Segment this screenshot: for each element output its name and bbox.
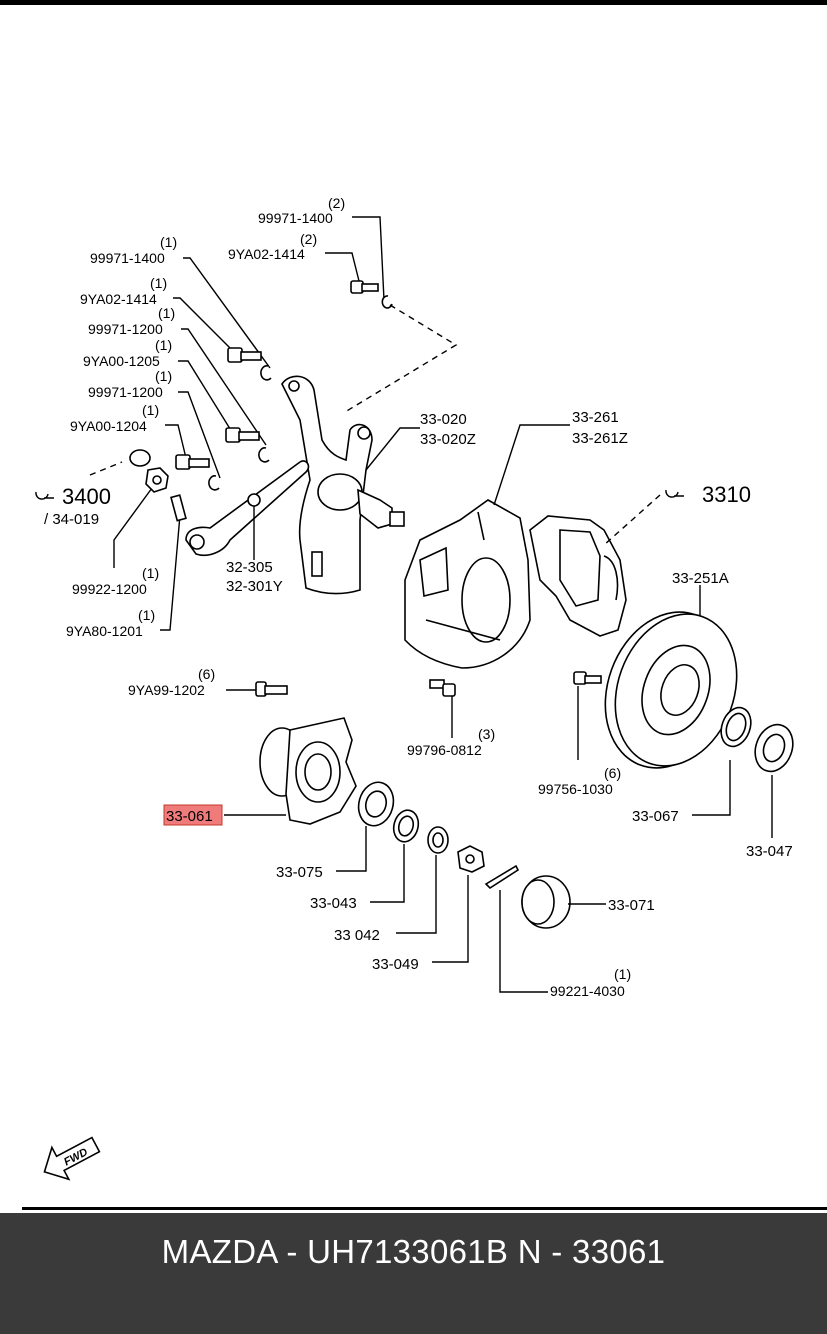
part-label: 9YA00-1205	[83, 353, 160, 369]
qty-label: (6)	[198, 666, 215, 682]
bolt-9YA00-1205	[225, 427, 260, 443]
leader-33-075	[336, 826, 367, 872]
washer-99971-1200-a	[258, 447, 270, 463]
part-label: 99756-1030	[538, 781, 613, 797]
bearing-33-075	[357, 781, 395, 827]
qty-label: (2)	[300, 231, 317, 247]
qty-label: (1)	[160, 234, 177, 250]
hub-cap-33-071	[521, 875, 571, 929]
part-label: 9YA99-1202	[128, 682, 205, 698]
brake-disc-33-251A	[604, 611, 738, 769]
part-label: 32-305	[226, 559, 273, 576]
leader-33-261	[493, 424, 570, 506]
part-label-highlighted: 33-061	[166, 808, 213, 825]
part-label: 9YA02-1414	[80, 291, 157, 307]
leader-99221-4030	[499, 890, 548, 993]
qty-label: (3)	[478, 726, 495, 742]
part-label: 99922-1200	[72, 581, 147, 597]
part-label: 99971-1400	[258, 210, 333, 226]
washer-33-042	[427, 826, 449, 854]
bottom-border	[22, 1207, 827, 1210]
leader-33-042	[396, 855, 437, 934]
washer-99971-1400-left	[260, 365, 272, 381]
cotter-pin-99221-4030	[484, 864, 520, 890]
ref-label: 3310	[702, 482, 751, 507]
fwd-arrow-icon: FWD	[43, 1136, 101, 1181]
part-label: 9YA02-1414	[228, 246, 305, 262]
caliper-3310	[529, 515, 627, 637]
qty-label: (1)	[138, 607, 155, 623]
nut-99922-1200	[145, 467, 169, 493]
qty-label: (1)	[155, 337, 172, 353]
part-label: 33-251A	[672, 570, 729, 587]
part-label: 33-067	[632, 808, 679, 825]
part-label: 33-020Z	[420, 431, 476, 448]
footer-bar: MAZDA - UH7133061B N - 33061	[0, 1213, 827, 1334]
qty-label: (1)	[150, 275, 167, 291]
bolt-99756-1030	[573, 671, 602, 685]
parts-diagram: (2) 99971-1400 (2) 9YA02-1414 (1) 99971-…	[22, 195, 827, 1210]
ref-icon-3310	[665, 489, 684, 498]
steering-knuckle-33-020	[281, 375, 405, 595]
steering-arm-32-305	[185, 460, 310, 556]
wheel-hub-33-061	[259, 717, 357, 825]
washer-99971-1400-top	[381, 295, 393, 309]
bolt-99796-0812	[429, 679, 456, 697]
qty-label: (1)	[142, 565, 159, 581]
part-label: 99221-4030	[550, 983, 625, 999]
ref-arrow-3400	[89, 461, 123, 476]
ref-arrow-3310	[603, 494, 661, 546]
seal-33-067	[720, 706, 752, 748]
qty-label: (2)	[328, 195, 345, 211]
qty-label: (1)	[614, 966, 631, 982]
leader-lines-left	[113, 216, 385, 631]
bolt-9YA02-1414-left	[227, 347, 262, 363]
highlight-33-061	[163, 804, 223, 826]
ref-icon-3400	[35, 491, 54, 500]
ref-line-knuckle	[344, 304, 458, 413]
bolt-9YA02-1414-top	[350, 280, 379, 294]
part-label: 9YA00-1204	[70, 418, 147, 434]
qty-label: (1)	[142, 402, 159, 418]
ref-label: / 34-019	[44, 511, 99, 528]
leader-33-043	[370, 844, 405, 903]
leader-33-049	[432, 875, 469, 963]
part-label: 99971-1200	[88, 384, 163, 400]
part-label: 33-071	[608, 897, 655, 914]
bearing-33-047	[754, 723, 794, 773]
leader-33-020	[365, 427, 420, 471]
qty-label: (6)	[604, 765, 621, 781]
stud-9YA80-1201	[170, 494, 187, 522]
part-label: 33-261	[572, 409, 619, 426]
fwd-label: FWD	[62, 1146, 90, 1168]
stud-9YA99-1202	[255, 681, 288, 697]
part-label: 33-261Z	[572, 430, 628, 447]
part-label: 99796-0812	[407, 742, 482, 758]
qty-label: (1)	[155, 368, 172, 384]
part-label: 33-020	[420, 411, 467, 428]
part-label: 33-075	[276, 864, 323, 881]
part-label: 99971-1400	[90, 250, 165, 266]
part-label: 33-047	[746, 843, 793, 860]
leader-33-067	[692, 760, 731, 816]
qty-label: (1)	[158, 305, 175, 321]
part-label: 33 042	[334, 927, 380, 944]
dust-shield-33-261	[404, 499, 531, 669]
snap-ring-33-043	[392, 809, 420, 843]
footer-title: MAZDA - UH7133061B N - 33061	[161, 1233, 666, 1270]
ref-label: 3400	[62, 484, 111, 509]
part-label: 32-301Y	[226, 578, 283, 595]
part-label: 99971-1200	[88, 321, 163, 337]
part-label: 33-043	[310, 895, 357, 912]
top-border	[0, 0, 827, 5]
labels: (2) 99971-1400 (2) 9YA02-1414 (1) 99971-…	[44, 195, 793, 999]
part-label: 33-049	[372, 956, 419, 973]
nut-33-049	[457, 845, 485, 873]
washer-99971-1200-b	[208, 475, 220, 491]
part-label: 9YA80-1201	[66, 623, 143, 639]
bolt-9YA00-1204	[175, 454, 210, 470]
dust-boot	[129, 449, 151, 467]
